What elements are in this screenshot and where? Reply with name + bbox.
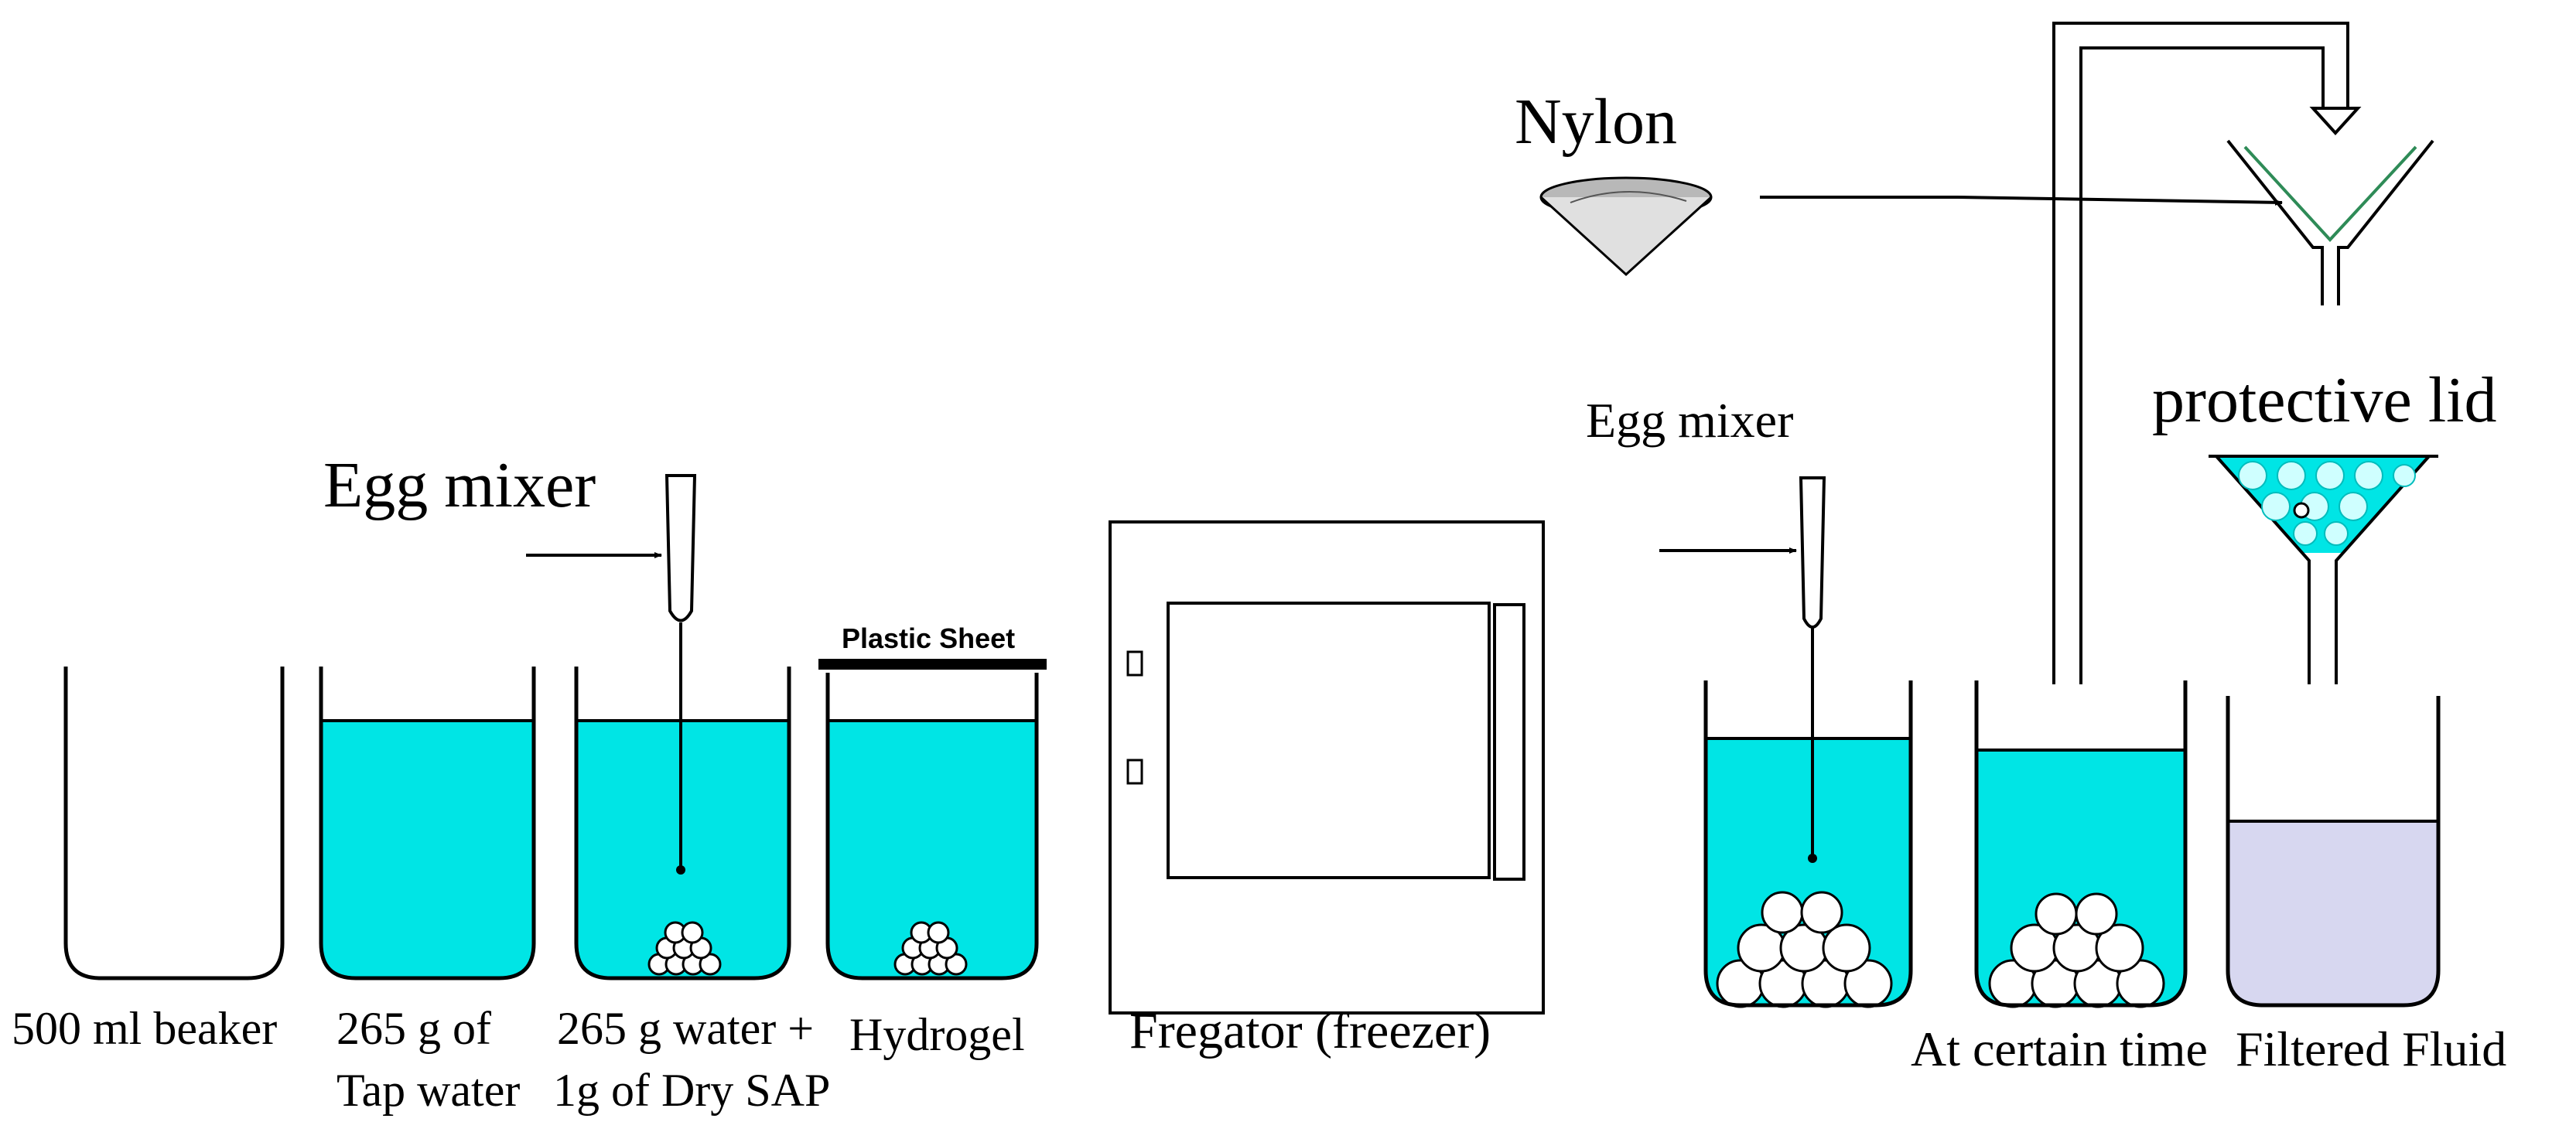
nylon-cone — [1539, 176, 1713, 277]
sap-particles — [647, 921, 722, 976]
top-funnel — [2226, 139, 2434, 305]
label-water-sap-line1: 265 g water + — [557, 1003, 814, 1054]
label-freezer: Fregator (freezer) — [1129, 1003, 1491, 1059]
mixing-beaker — [1703, 680, 1913, 1008]
plastic-sheet — [818, 659, 1047, 670]
label-water-sap-line2: 1g of Dry SAP — [553, 1065, 830, 1116]
certain-time-beaker — [1974, 680, 2188, 1008]
swollen-hydrogel-particles-settled — [1988, 892, 2165, 1008]
label-protective-lid: protective lid — [2152, 364, 2497, 436]
filtered-fluid-beaker — [2226, 696, 2441, 1008]
label-egg-mixer-left: Egg mixer — [323, 449, 596, 521]
transfer-pipe — [2052, 22, 2362, 684]
hydrogel-beaker — [825, 673, 1039, 980]
label-nylon: Nylon — [1515, 86, 1677, 158]
label-filtered-fluid: Filtered Fluid — [2236, 1021, 2506, 1076]
label-egg-mixer-right: Egg mixer — [1586, 393, 1793, 448]
hydrogel-particles — [893, 921, 968, 976]
tap-water-beaker — [319, 667, 536, 980]
egg-mixer-right — [1799, 476, 1826, 863]
egg-mixer-left — [664, 474, 697, 875]
label-plastic-sheet: Plastic Sheet — [842, 622, 1015, 654]
label-hydrogel: Hydrogel — [849, 1009, 1025, 1060]
freezer — [1109, 520, 1545, 1015]
empty-beaker — [63, 667, 285, 980]
water-sap-beaker — [574, 667, 791, 980]
label-tap-water-line1: 265 g of — [337, 1003, 491, 1054]
nylon-arrow — [1760, 196, 2283, 206]
label-certain-time: At certain time — [1911, 1021, 2208, 1076]
lower-funnel — [2209, 455, 2438, 684]
label-tap-water-line2: Tap water — [337, 1065, 520, 1116]
label-500ml-beaker: 500 ml beaker — [12, 1003, 277, 1054]
